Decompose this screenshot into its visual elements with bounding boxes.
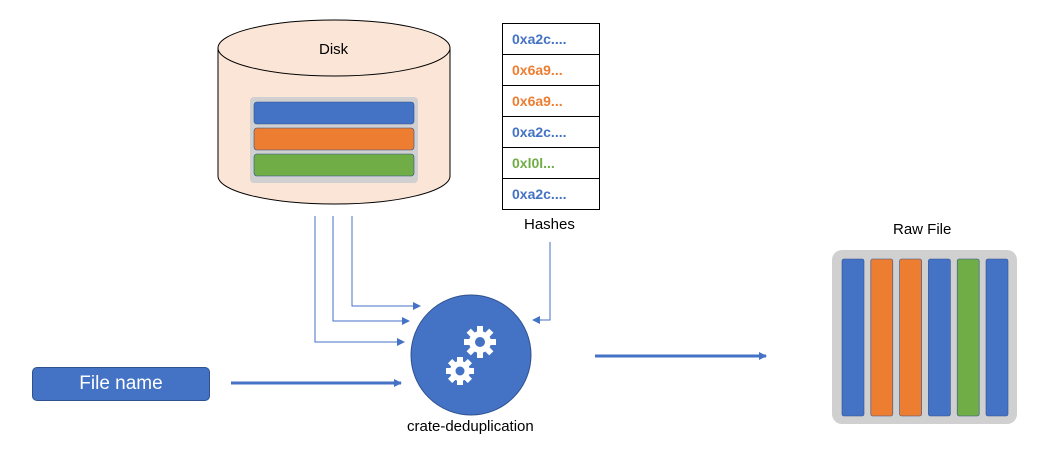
hash-entry: 0xa2c.... (503, 117, 599, 148)
hash-entry: 0x6a9... (503, 86, 599, 117)
arrow-disk-1 (314, 216, 405, 346)
gear-icon (464, 326, 496, 358)
file-name-label: File name (79, 373, 163, 394)
gear-icon-small (446, 357, 474, 385)
disk-label: Disk (319, 41, 349, 58)
hash-entry: 0xa2c.... (503, 179, 599, 210)
raw-file-strip (899, 258, 922, 417)
hash-entry: 0x6a9... (503, 55, 599, 86)
raw-file-strip (985, 258, 1009, 417)
disk-chunks (253, 101, 415, 177)
raw-file-strip (870, 258, 894, 417)
disk-chunk-blue (253, 101, 415, 125)
raw-file-strip (956, 258, 980, 417)
raw-file-strips (841, 258, 1009, 417)
hash-entry: 0xl0l... (503, 148, 599, 179)
file-name-box: File name (32, 367, 210, 401)
engine-label: crate-deduplication (407, 418, 534, 435)
arrow-disk-3 (351, 216, 421, 310)
disk-chunk-orange (253, 127, 415, 151)
hashes-label: Hashes (524, 216, 575, 233)
disk-top (217, 19, 451, 77)
arrow-disk-2 (332, 216, 410, 325)
raw-file-strip (928, 258, 951, 417)
raw-file-strip (841, 258, 865, 417)
disk-chunk-green (253, 153, 415, 177)
hash-table: 0xa2c....0x6a9...0x6a9...0xa2c....0xl0l.… (502, 23, 600, 210)
hash-entry: 0xa2c.... (503, 24, 599, 55)
arrow-hashes (532, 242, 551, 324)
raw-file-label: Raw File (893, 221, 952, 238)
